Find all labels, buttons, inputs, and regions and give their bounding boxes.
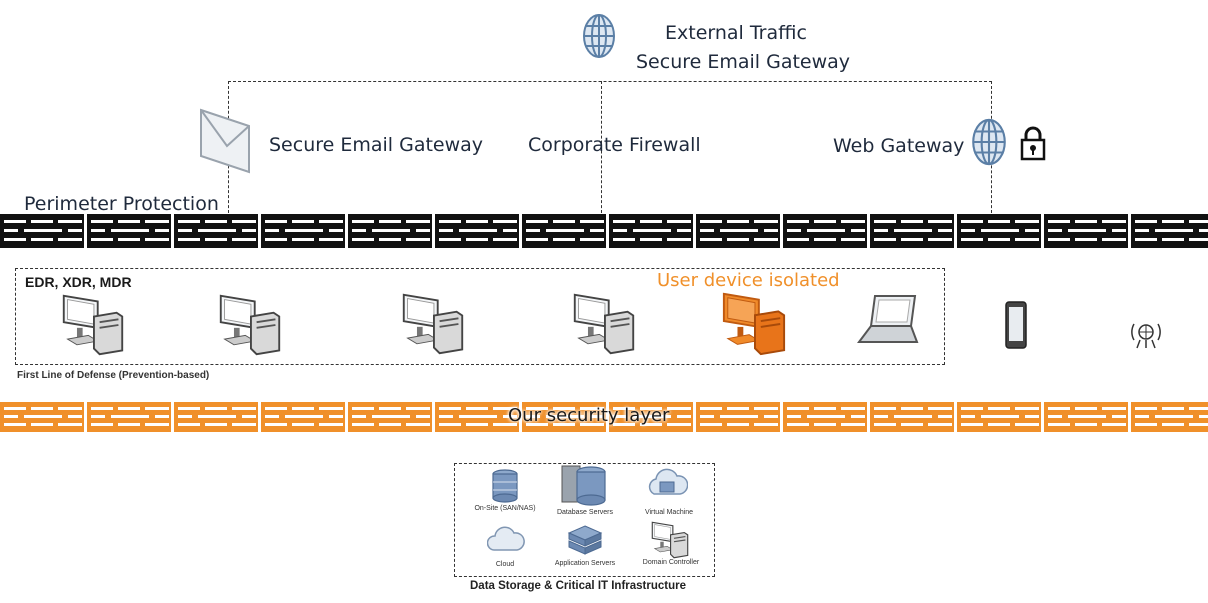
infra-label-domain-controller: Domain Controller: [642, 559, 700, 566]
perimeter-protection-label: Perimeter Protection: [24, 193, 219, 215]
email-gateway-label: Secure Email Gateway: [269, 134, 484, 156]
isolated-device-label: User device isolated: [657, 270, 840, 291]
security-layer-wall: [0, 402, 1208, 432]
edr-label: EDR, XDR, MDR: [25, 274, 132, 290]
desktop-icon: [402, 293, 464, 355]
endpoint-protection-box: [15, 268, 945, 365]
web-gateway-label: Web Gateway: [833, 135, 965, 157]
perimeter-connector-mid: [601, 81, 602, 218]
desktop-icon: [219, 294, 281, 356]
first-line-defense-label: First Line of Defense (Prevention-based): [17, 370, 210, 381]
iot-icon: [1131, 323, 1161, 349]
header-title-line2: Secure Email Gateway: [636, 51, 851, 73]
storage-icon: [492, 469, 518, 503]
infra-label-onsite: On-Site (SAN/NAS): [474, 505, 536, 512]
lock-icon: [1020, 126, 1046, 161]
perimeter-connector-top: [228, 81, 992, 82]
phone-icon: [1005, 301, 1027, 349]
cloud-icon: [487, 526, 525, 551]
perimeter-wall: [0, 214, 1208, 248]
database-servers-icon: [561, 465, 606, 506]
laptop-icon: [857, 295, 919, 343]
infrastructure-box: [454, 463, 715, 577]
external-globe-icon: [582, 13, 616, 59]
virtual-machine-icon: [648, 468, 688, 495]
desktop-icon: [573, 293, 635, 355]
header-title-line1: External Traffic: [665, 22, 807, 44]
web-globe-icon: [972, 118, 1006, 166]
infra-label-app-servers: Application Servers: [554, 560, 616, 567]
security-layer-label: Our security layer: [508, 405, 670, 426]
infra-label-database: Database Servers: [556, 509, 614, 516]
application-servers-icon: [567, 525, 603, 555]
firewall-label: Corporate Firewall: [528, 134, 701, 156]
infra-label-cloud: Cloud: [495, 561, 515, 568]
infra-label-vm: Virtual Machine: [644, 509, 694, 516]
infrastructure-caption: Data Storage & Critical IT Infrastructur…: [470, 580, 686, 592]
desktop-isolated-icon: [722, 292, 786, 356]
envelope-icon: [200, 108, 250, 174]
desktop-icon: [62, 294, 124, 356]
domain-controller-icon: [651, 521, 689, 559]
